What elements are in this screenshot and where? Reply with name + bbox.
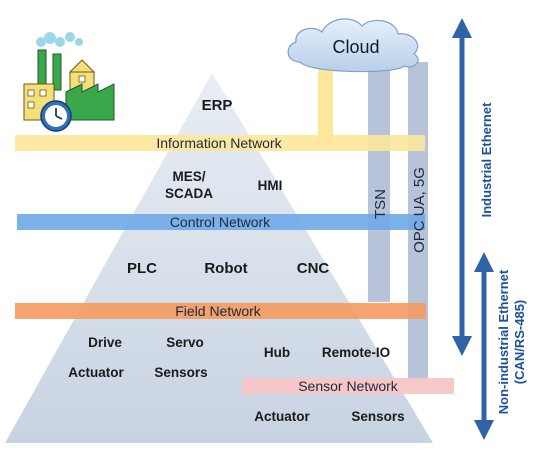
sensors-bottom-label: Sensors (351, 409, 404, 424)
cloud-icon (287, 18, 419, 73)
cnc-label: CNC (297, 260, 330, 277)
sensor-network-label: Sensor Network (298, 378, 399, 394)
information-network-band (15, 135, 425, 151)
servo-label: Servo (166, 335, 204, 350)
non-industrial-ethernet-arrow (474, 252, 494, 440)
hmi-label: HMI (258, 178, 283, 193)
actuator-left-label: Actuator (68, 365, 124, 380)
cloud-uplink-bar (318, 64, 333, 144)
robot-label: Robot (204, 260, 247, 277)
hub-label: Hub (264, 345, 290, 360)
non-industrial-ethernet-label: Non-industrial Ethernet (496, 269, 511, 414)
scada-label: SCADA (165, 186, 213, 201)
opc-ua-5g-label: OPC UA, 5G (411, 167, 428, 253)
field-network-label: Field Network (175, 303, 262, 319)
industrial-ethernet-arrow (452, 18, 472, 356)
drive-label: Drive (88, 335, 122, 350)
hierarchy-pyramid (5, 73, 433, 443)
factory-icon (23, 32, 115, 121)
information-network-label: Information Network (156, 135, 282, 151)
control-network-label: Control Network (170, 214, 271, 230)
sensor-network-band (242, 378, 454, 394)
control-network-band (17, 214, 425, 230)
clock-icon (40, 100, 72, 132)
tsn-link-bar (368, 62, 390, 302)
mes-label: MES/ (172, 169, 205, 184)
plc-label: PLC (127, 260, 157, 277)
can-rs485-label: (CAN/RS-485) (512, 300, 527, 385)
field-network-band (15, 303, 426, 319)
remote-io-label: Remote-IO (322, 345, 390, 360)
tsn-label: TSN (372, 189, 389, 219)
cloud-label: Cloud (332, 37, 379, 57)
industrial-ethernet-label: Industrial Ethernet (479, 102, 494, 218)
actuator-bottom-label: Actuator (254, 409, 310, 424)
erp-label: ERP (202, 97, 233, 114)
sensors-left-label: Sensors (154, 365, 207, 380)
